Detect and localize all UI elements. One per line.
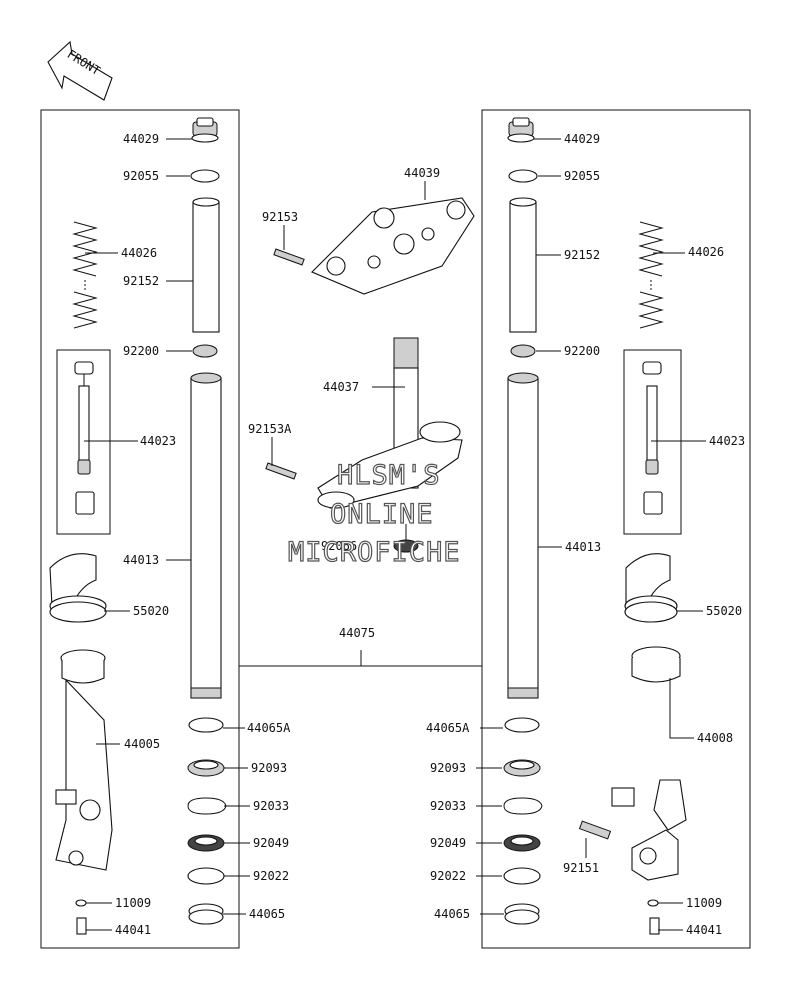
- right-washer: [510, 344, 536, 358]
- part-label-44013-right: 44013: [565, 540, 601, 554]
- part-label-92022-left: 92022: [253, 869, 289, 883]
- part-label-92049-right: 92049: [430, 836, 466, 850]
- right-lower-slider: [631, 646, 681, 683]
- part-label-92153a: 92153A: [248, 422, 292, 436]
- part-label-44065-right: 44065: [434, 907, 470, 921]
- right-o-ring: [508, 169, 538, 183]
- upper-triple-clamp: [311, 197, 475, 295]
- part-label-55020-left: 55020: [133, 604, 169, 618]
- part-label-44065a-right: 44065A: [426, 721, 470, 735]
- part-label-44023-right: 44023: [709, 434, 745, 448]
- left-cartridge-frame: [56, 349, 111, 535]
- right-inner-tube: [509, 197, 537, 333]
- part-label-11009-right: 11009: [686, 896, 722, 910]
- part-label-44039: 44039: [404, 166, 440, 180]
- part-label-92033-right: 92033: [430, 799, 466, 813]
- left-cap-bolt: [191, 117, 219, 143]
- part-label-92200-left: 92200: [123, 344, 159, 358]
- part-label-92093-right: 92093: [430, 761, 466, 775]
- right-cartridge: [642, 361, 663, 515]
- left-guide-bush-a: [188, 717, 224, 733]
- left-guide-bush: [188, 903, 224, 925]
- part-label-92049-left: 92049: [253, 836, 289, 850]
- part-label-92055-left: 92055: [123, 169, 159, 183]
- front-arrow-icon: FRONT: [47, 40, 113, 101]
- part-label-92153: 92153: [262, 210, 298, 224]
- left-lower-slider: [55, 649, 113, 871]
- part-label-92033-left: 92033: [253, 799, 289, 813]
- left-spring: [72, 221, 98, 329]
- part-label-92151: 92151: [563, 861, 599, 875]
- part-label-44029-right: 44029: [564, 132, 600, 146]
- part-label-55020-right: 55020: [706, 604, 742, 618]
- part-label-92152-right: 92152: [564, 248, 600, 262]
- part-label-44041-left: 44041: [115, 923, 151, 937]
- steering-stem: [317, 337, 463, 509]
- part-label-44023-left: 44023: [140, 434, 176, 448]
- left-fork-frame: [40, 109, 240, 949]
- part-label-11009-left: 11009: [115, 896, 151, 910]
- left-washer-lower: [187, 867, 225, 885]
- watermark-line-2: ONLINE: [330, 499, 434, 530]
- right-drain-bolt: [649, 917, 660, 935]
- part-label-44075: 44075: [339, 626, 375, 640]
- right-outer-tube: [507, 372, 539, 699]
- part-label-92055-right: 92055: [564, 169, 600, 183]
- part-label-44026-left: 44026: [121, 246, 157, 260]
- part-label-44026-right: 44026: [688, 245, 724, 259]
- right-guide-bush: [504, 903, 540, 925]
- part-label-44065-left: 44065: [249, 907, 285, 921]
- left-drain-bolt: [76, 917, 87, 935]
- right-washer-lower: [503, 867, 541, 885]
- part-label-44029-left: 44029: [123, 132, 159, 146]
- watermark-line-3: MICROFICHE: [288, 537, 461, 568]
- part-label-92200-right: 92200: [564, 344, 600, 358]
- right-fork-frame: [481, 109, 751, 949]
- part-label-44008: 44008: [697, 731, 733, 745]
- right-cartridge-frame: [623, 349, 682, 535]
- part-label-92093-left: 92093: [251, 761, 287, 775]
- right-axle-bolt: [578, 820, 612, 840]
- right-circlip: [503, 797, 543, 815]
- left-inner-tube: [192, 197, 220, 333]
- right-oil-seal: [503, 834, 541, 852]
- part-label-44037: 44037: [323, 380, 359, 394]
- right-axle-holder: [611, 779, 687, 881]
- part-label-44065a-left: 44065A: [247, 721, 291, 735]
- leader-lines: [84, 138, 706, 931]
- left-washer: [192, 344, 218, 358]
- left-seal-washer: [187, 759, 225, 777]
- watermark-line-1: HLSM'S: [337, 460, 441, 491]
- upper-clamp-bolt: [273, 248, 305, 266]
- watermark: HLSM'S ONLINE MICROFICHE: [287, 459, 461, 568]
- left-cartridge: [74, 361, 95, 515]
- left-o-ring: [190, 169, 220, 183]
- left-gasket: [75, 899, 87, 907]
- part-label-44013-left: 44013: [123, 553, 159, 567]
- left-outer-tube: [190, 372, 222, 699]
- right-guide-bush-a: [504, 717, 540, 733]
- right-spring: [638, 221, 664, 329]
- part-label-44041-right: 44041: [686, 923, 722, 937]
- left-oil-seal: [187, 834, 225, 852]
- part-label-92022-right: 92022: [430, 869, 466, 883]
- right-gasket: [647, 899, 659, 907]
- lower-clamp-bolt: [265, 462, 297, 480]
- right-axle-clamp-cover: [624, 553, 678, 623]
- part-labels: 44029 92055 44026 92152 92200 44023 4401…: [115, 132, 745, 937]
- right-cap-bolt: [507, 117, 535, 143]
- part-label-44005: 44005: [124, 737, 160, 751]
- part-label-92152-left: 92152: [123, 274, 159, 288]
- right-seal-washer: [503, 759, 541, 777]
- part-label-92066: 92066: [321, 539, 357, 553]
- left-axle-clamp-cover: [49, 553, 107, 623]
- left-circlip: [187, 797, 227, 815]
